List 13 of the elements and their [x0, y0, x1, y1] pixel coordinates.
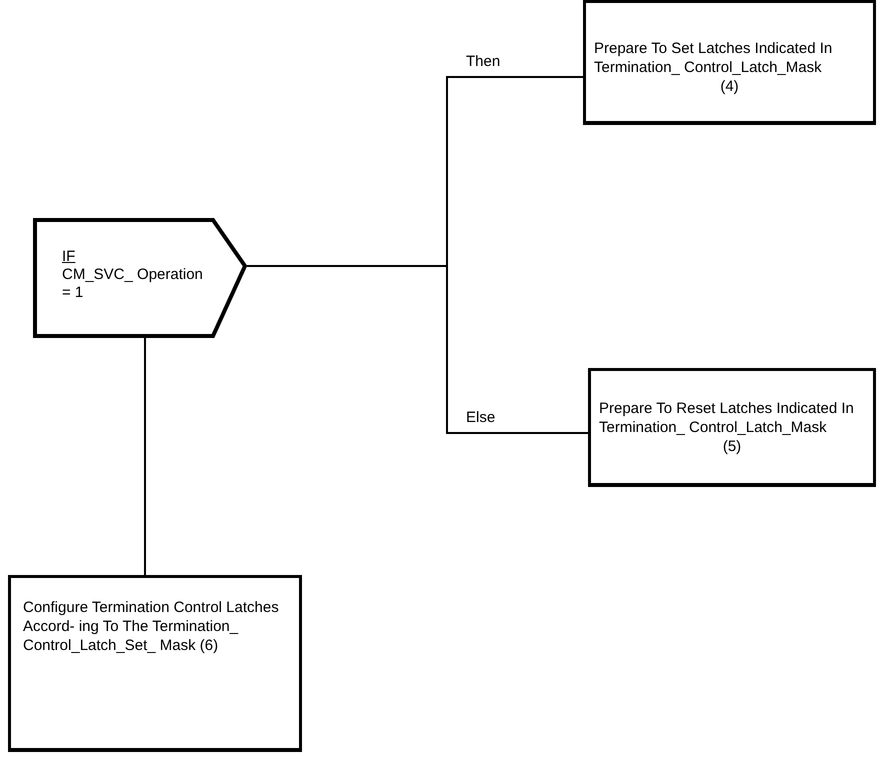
- step-number: (5): [722, 437, 742, 456]
- process-text: Prepare To Set Latches Indicated In Termination_ Control_Latch_Mask: [594, 39, 834, 77]
- step-number: (4): [720, 77, 739, 96]
- process-text: Prepare To Reset Latches Indicated In Termination_ Control_Latch_Mask: [599, 399, 855, 437]
- condition-text: CM_SVC_ Operation = 1: [62, 266, 204, 302]
- connector-line: [144, 338, 146, 575]
- decision-pentagon: [33, 218, 247, 338]
- connector-line: [247, 265, 588, 434]
- process-text: Configure Termination Control Latches Accord- ing To The Termination_ Control_Latch_Set_ Mask (6): [23, 598, 280, 655]
- process-box: [8, 575, 302, 752]
- process-box: [588, 368, 876, 487]
- condition-keyword: IF: [62, 248, 76, 266]
- process-box: [583, 0, 876, 125]
